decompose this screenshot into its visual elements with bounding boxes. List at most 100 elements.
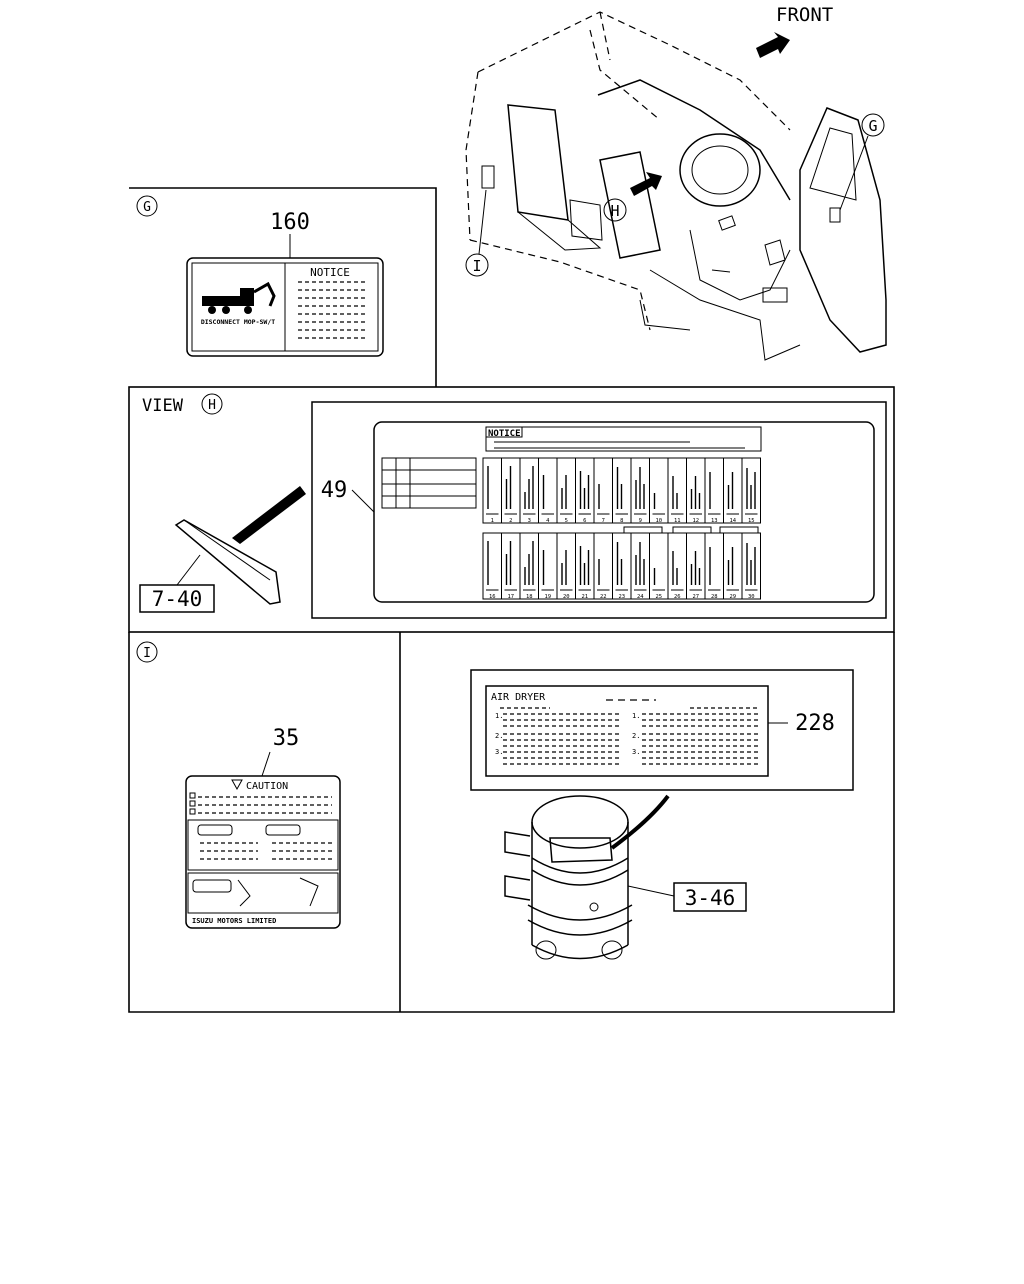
- fuse-number: 21: [581, 594, 588, 600]
- fuse-slot: 4: [538, 457, 558, 524]
- panel-g: G 160 NOTICE DISCONNECT MOP-SW/T: [129, 187, 437, 387]
- maker-name: ISUZU MOTORS LIMITED: [192, 917, 276, 925]
- reference-7-40: 7-40: [152, 587, 203, 611]
- seat-back: [507, 104, 569, 221]
- notice-label-160: [186, 257, 384, 357]
- fuse-number: 29: [729, 594, 736, 600]
- caution-text-block-2: [200, 842, 332, 860]
- fuse-number: 12: [692, 518, 699, 524]
- cab-floor-edge: [469, 239, 651, 331]
- fuse-slot: 23: [612, 532, 632, 600]
- fuse-slot: 30: [741, 532, 761, 600]
- fuse-number: 5: [565, 518, 568, 524]
- fuse-spare-slots: [623, 526, 759, 534]
- fuse-slot: 28: [704, 532, 724, 600]
- fuse-slot: 15: [741, 457, 761, 524]
- marker-h-label: H: [610, 202, 619, 220]
- leader-35: [261, 751, 271, 777]
- notice-title-160: NOTICE: [310, 266, 350, 279]
- air-left-item-3: 3.: [495, 748, 503, 756]
- fuse-slot: 22: [593, 532, 613, 600]
- fuse-number: 10: [655, 518, 662, 524]
- fuse-number: 19: [544, 594, 551, 600]
- fuse-slot: 1: [482, 457, 502, 524]
- caption-160: DISCONNECT MOP-SW/T: [201, 318, 275, 326]
- caution-text-block-1: [189, 792, 332, 815]
- leader-49: [351, 489, 375, 513]
- marker-i-label: I: [472, 257, 481, 275]
- fuse-number: 2: [509, 518, 512, 524]
- cab-rear-edge: [465, 71, 479, 241]
- air-left-item-1: 1.: [495, 712, 503, 720]
- air-right-item-2: 2.: [632, 732, 640, 740]
- part-number-228: 228: [795, 711, 835, 736]
- view-h-arrow-icon: [630, 172, 662, 196]
- panel-air-dryer: AIR DRYER 1. 2. 3. 1. 2. 3. 228: [470, 669, 854, 960]
- fuse-slot: 11: [667, 457, 687, 524]
- front-arrow-icon: [756, 32, 790, 58]
- fuse-notice-box: [485, 426, 762, 452]
- fuse-slot: 10: [649, 457, 669, 524]
- fuse-number: 14: [729, 518, 736, 524]
- caution-title: CAUTION: [246, 781, 288, 792]
- passenger-seat: [599, 151, 661, 259]
- fuse-number: 7: [602, 518, 605, 524]
- marker-g-circle: [861, 113, 885, 137]
- air-left-item-2: 2.: [495, 732, 503, 740]
- part-number-35: 35: [273, 726, 300, 751]
- fuse-slot: 8: [612, 457, 632, 524]
- fuse-slot: 27: [686, 532, 706, 600]
- dashboard: [597, 79, 791, 201]
- fuse-legend: [381, 457, 477, 509]
- fuse-number: 3: [528, 518, 531, 524]
- air-dryer-text-lines: [503, 713, 760, 765]
- panel-h-frame: [128, 386, 895, 633]
- caution-label-35: [185, 775, 341, 929]
- cab-pillar: [599, 11, 611, 61]
- fuse-slot: 6: [575, 457, 595, 524]
- fuse-number: 17: [507, 594, 514, 600]
- marker-h-circle: [603, 198, 627, 222]
- label-spot-i: [481, 165, 495, 189]
- fuse-number: 30: [748, 594, 755, 600]
- dump-truck-icon: [202, 281, 276, 314]
- air-dryer-unit: [504, 794, 670, 960]
- cab-roof-outline: [477, 11, 791, 131]
- fuse-slot: 26: [667, 532, 687, 600]
- fuse-number: 28: [711, 594, 718, 600]
- fuse-slot: 7: [593, 457, 613, 524]
- fuse-slot: 13: [704, 457, 724, 524]
- fuse-slot: 9: [630, 457, 650, 524]
- panel-g-marker: G: [143, 200, 151, 215]
- fuse-number: 23: [618, 594, 625, 600]
- panel-i-marker-circle: [136, 641, 158, 663]
- cab-door: [799, 107, 887, 353]
- air-right-item-1: 1.: [632, 712, 640, 720]
- panel-h-marker: H: [208, 398, 216, 413]
- fuse-slot: 24: [630, 532, 650, 600]
- view-label: VIEW: [142, 396, 184, 416]
- view-pointer: [232, 486, 306, 544]
- marker-g-label: G: [868, 117, 877, 135]
- fuse-slot: 17: [501, 532, 521, 600]
- fuse-number: 1: [491, 518, 494, 524]
- fuse-number: 11: [674, 518, 681, 524]
- fuse-number: 20: [563, 594, 570, 600]
- fuse-number: 9: [639, 518, 642, 524]
- front-label: FRONT: [776, 4, 833, 26]
- air-dryer-title: AIR DRYER: [491, 692, 546, 703]
- fuse-number: 27: [692, 594, 699, 600]
- fuse-notice-title: NOTICE: [488, 429, 521, 439]
- air-dryer-label-frame: [470, 669, 854, 791]
- fuse-number: 16: [489, 594, 496, 600]
- fuse-slot: 14: [723, 457, 743, 524]
- fuse-slot: 21: [575, 532, 595, 600]
- reference-3-46-box: [673, 882, 747, 912]
- fuse-number: 22: [600, 594, 607, 600]
- fuse-number: 18: [526, 594, 533, 600]
- fuse-slot: 12: [686, 457, 706, 524]
- panel-i-marker: I: [143, 646, 151, 661]
- fuse-label-frame: [311, 401, 887, 619]
